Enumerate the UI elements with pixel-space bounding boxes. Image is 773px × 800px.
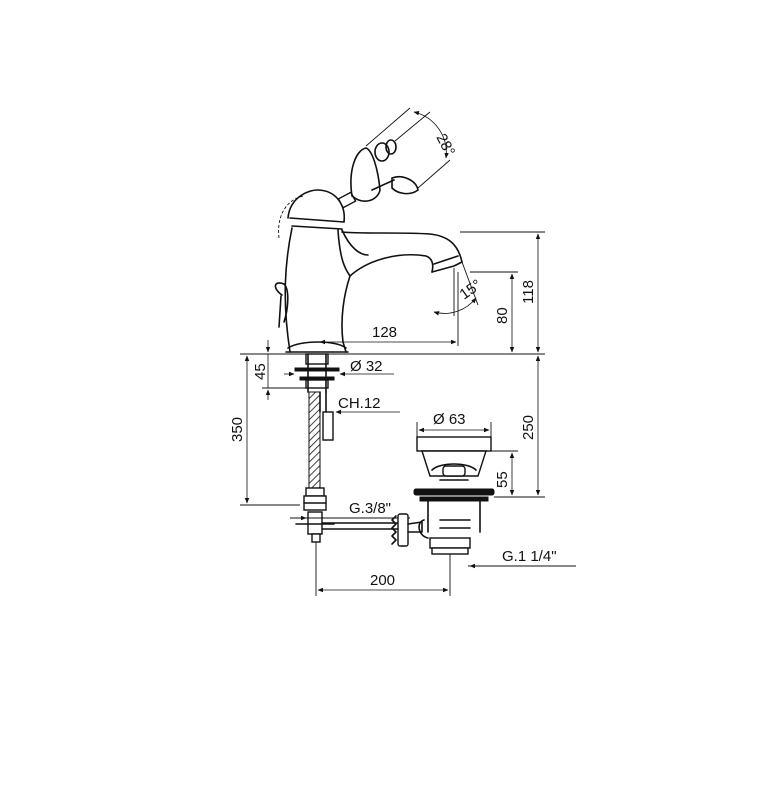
flexible-hose [295, 391, 335, 596]
shank-diameter-label: Ø 32 [350, 358, 383, 375]
angle-handle-label: 28° [432, 131, 458, 159]
angle-spout-label: 15° [457, 276, 485, 303]
plug-height-label: 55 [494, 471, 511, 488]
popup-rod [321, 513, 423, 547]
inlet-thread-label: G.3/8" [349, 500, 391, 517]
drain-thread-label: G.1 1/4" [502, 548, 557, 565]
hex-key-label: CH.12 [338, 395, 381, 412]
faucet-body [274, 189, 463, 353]
drain-assembly [413, 436, 495, 555]
rod-length-label: 200 [370, 572, 395, 589]
height-spout-label: 80 [494, 307, 511, 324]
height-total-label: 118 [520, 280, 537, 304]
reach-label: 128 [372, 324, 397, 341]
hose-length-label: 350 [229, 417, 246, 442]
drain-height-label: 250 [520, 415, 537, 440]
shank-length-label: 45 [252, 363, 269, 380]
lever-handle [337, 107, 451, 209]
drain-diameter-label: Ø 63 [433, 411, 466, 428]
